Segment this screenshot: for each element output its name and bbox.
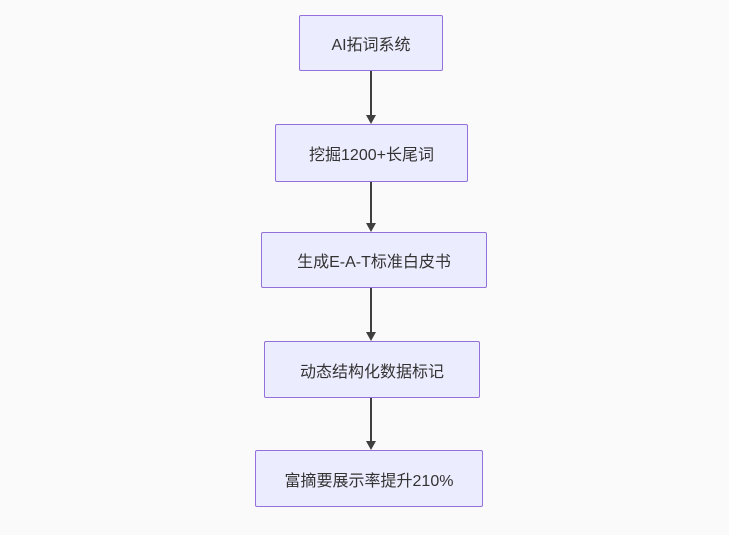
arrow-line: [370, 71, 372, 116]
node-label: 动态结构化数据标记: [299, 363, 444, 381]
arrow-down-icon: [366, 115, 376, 124]
flowchart-node-rich-snippet-rate-increase: 富摘要展示率提升210%: [255, 450, 483, 507]
flow-arrow: [366, 182, 376, 232]
flowchart-node-dynamic-structured-data-markup: 动态结构化数据标记: [264, 341, 480, 398]
flow-arrow: [366, 288, 376, 341]
arrow-down-icon: [366, 441, 376, 450]
arrow-down-icon: [366, 332, 376, 341]
node-label: 生成E-A-T标准白皮书: [297, 254, 451, 271]
arrow-line: [370, 288, 372, 333]
arrow-line: [370, 182, 372, 224]
flow-arrow: [366, 398, 376, 450]
node-label: 挖掘1200+长尾词: [309, 147, 434, 164]
flowchart-node-ai-word-expansion-system: AI拓词系统: [299, 15, 443, 71]
node-label: AI拓词系统: [331, 37, 411, 54]
flowchart-node-mine-longtail-keywords: 挖掘1200+长尾词: [275, 124, 468, 182]
node-label: 富摘要展示率提升210%: [284, 472, 454, 490]
flow-arrow: [366, 71, 376, 124]
arrow-down-icon: [366, 223, 376, 232]
arrow-line: [370, 398, 372, 442]
flowchart-node-generate-eat-whitepaper: 生成E-A-T标准白皮书: [261, 232, 487, 288]
